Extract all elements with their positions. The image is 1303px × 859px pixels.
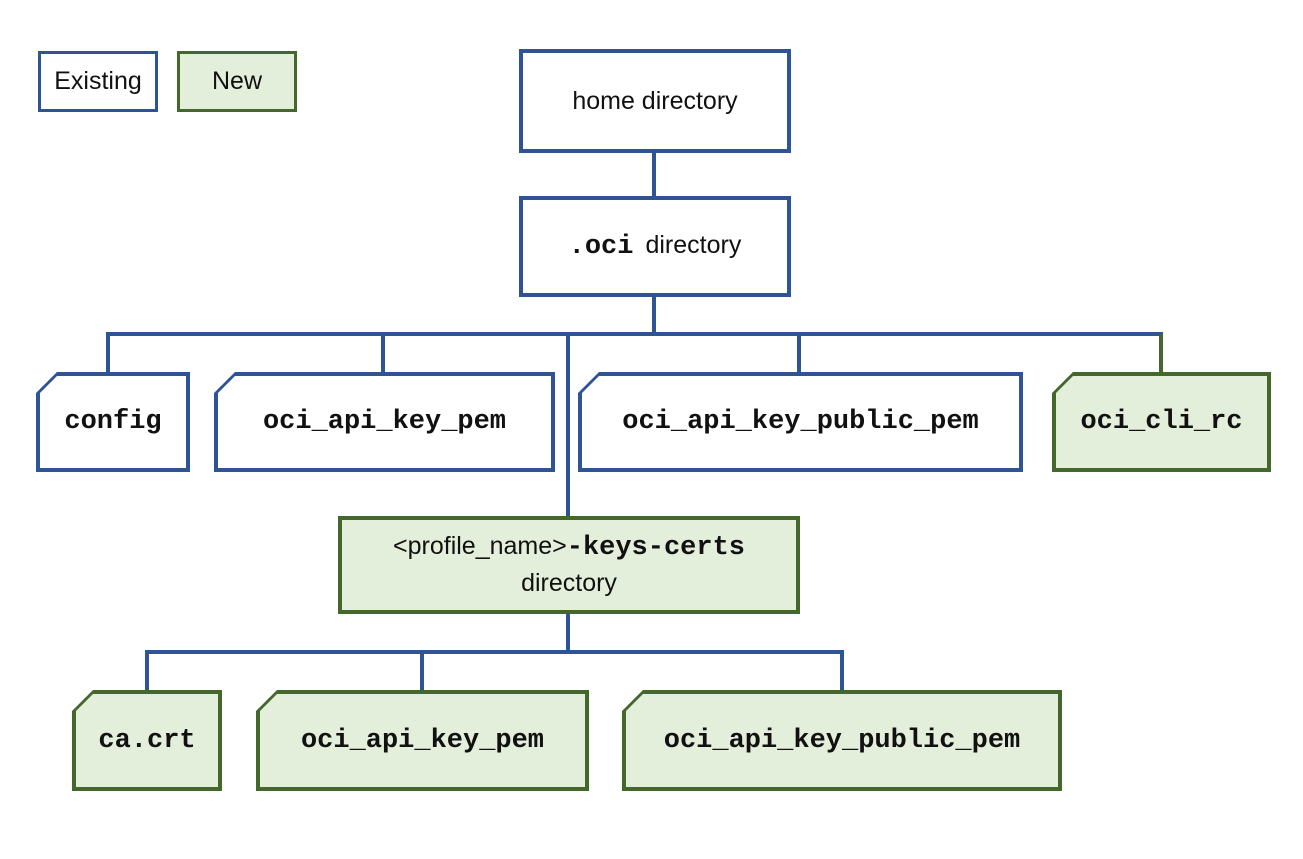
connector-trunk-row2 [145,650,844,654]
node-ca-crt-file: ca.crt [72,690,222,791]
legend-existing-box: Existing [38,51,158,112]
connector-drop-api-key-public-pem-2 [840,650,844,692]
ca-crt-body: ca.crt [76,694,218,787]
oci-api-key-pem-2-body: oci_api_key_pem [260,694,585,787]
connector-drop-api-key-public-pem [797,332,801,374]
legend-new-label: New [211,67,262,95]
oci-directory-name: .oci [568,232,634,262]
home-directory-label: home directory [572,86,738,115]
profile-name-placeholder: <profile_name> [393,532,567,560]
node-oci-api-key-pem-file-2: oci_api_key_pem [256,690,589,791]
connector-drop-api-key-pem [381,332,385,374]
profile-keys-certs-name: -keys-certs [566,533,745,563]
connector-drop-api-key-pem-2 [420,650,424,692]
oci-api-key-public-pem-body: oci_api_key_public_pem [582,376,1019,468]
connector-drop-config [106,332,110,374]
connector-profile-to-trunk [566,612,570,654]
node-oci-cli-rc-file: oci_cli_rc [1052,372,1271,472]
connector-drop-profile-dir [566,332,570,519]
oci-directory-suffix: directory [645,231,742,259]
oci-api-key-pem-body: oci_api_key_pem [218,376,551,468]
node-oci-api-key-pem-file: oci_api_key_pem [214,372,555,472]
ca-crt-label: ca.crt [98,725,196,756]
oci-api-key-pem-2-label: oci_api_key_pem [300,725,545,756]
node-config-file: config [36,372,190,472]
profile-keys-certs-line2: directory [521,569,617,597]
node-oci-directory: .oci directory [519,196,791,297]
node-home-directory: home directory [519,49,791,153]
oci-api-key-public-pem-2-label: oci_api_key_public_pem [663,725,1021,756]
legend-new-box: New [177,51,297,112]
connector-drop-oci-cli-rc [1159,334,1163,374]
connector-home-to-oci [652,151,656,198]
oci-directory-label: .oci directory [569,231,742,262]
connector-trunk-row1 [106,332,1163,336]
connector-drop-ca-crt [145,650,149,692]
oci-api-key-public-pem-label: oci_api_key_public_pem [622,407,979,437]
node-profile-keys-certs-directory: <profile_name>-keys-certs directory [338,516,800,614]
oci-api-key-public-pem-2-body: oci_api_key_public_pem [626,694,1058,787]
oci-cli-rc-body: oci_cli_rc [1056,376,1267,468]
oci-cli-rc-label: oci_cli_rc [1080,407,1243,437]
config-file-body: config [40,376,186,468]
node-oci-api-key-public-pem-file-2: oci_api_key_public_pem [622,690,1062,791]
config-file-label: config [64,407,162,437]
oci-api-key-pem-label: oci_api_key_pem [262,407,507,437]
connector-oci-to-trunk [652,295,656,335]
profile-keys-certs-line1: <profile_name>-keys-certs [393,532,745,563]
legend-existing-label: Existing [54,67,142,95]
node-oci-api-key-public-pem-file: oci_api_key_public_pem [578,372,1023,472]
